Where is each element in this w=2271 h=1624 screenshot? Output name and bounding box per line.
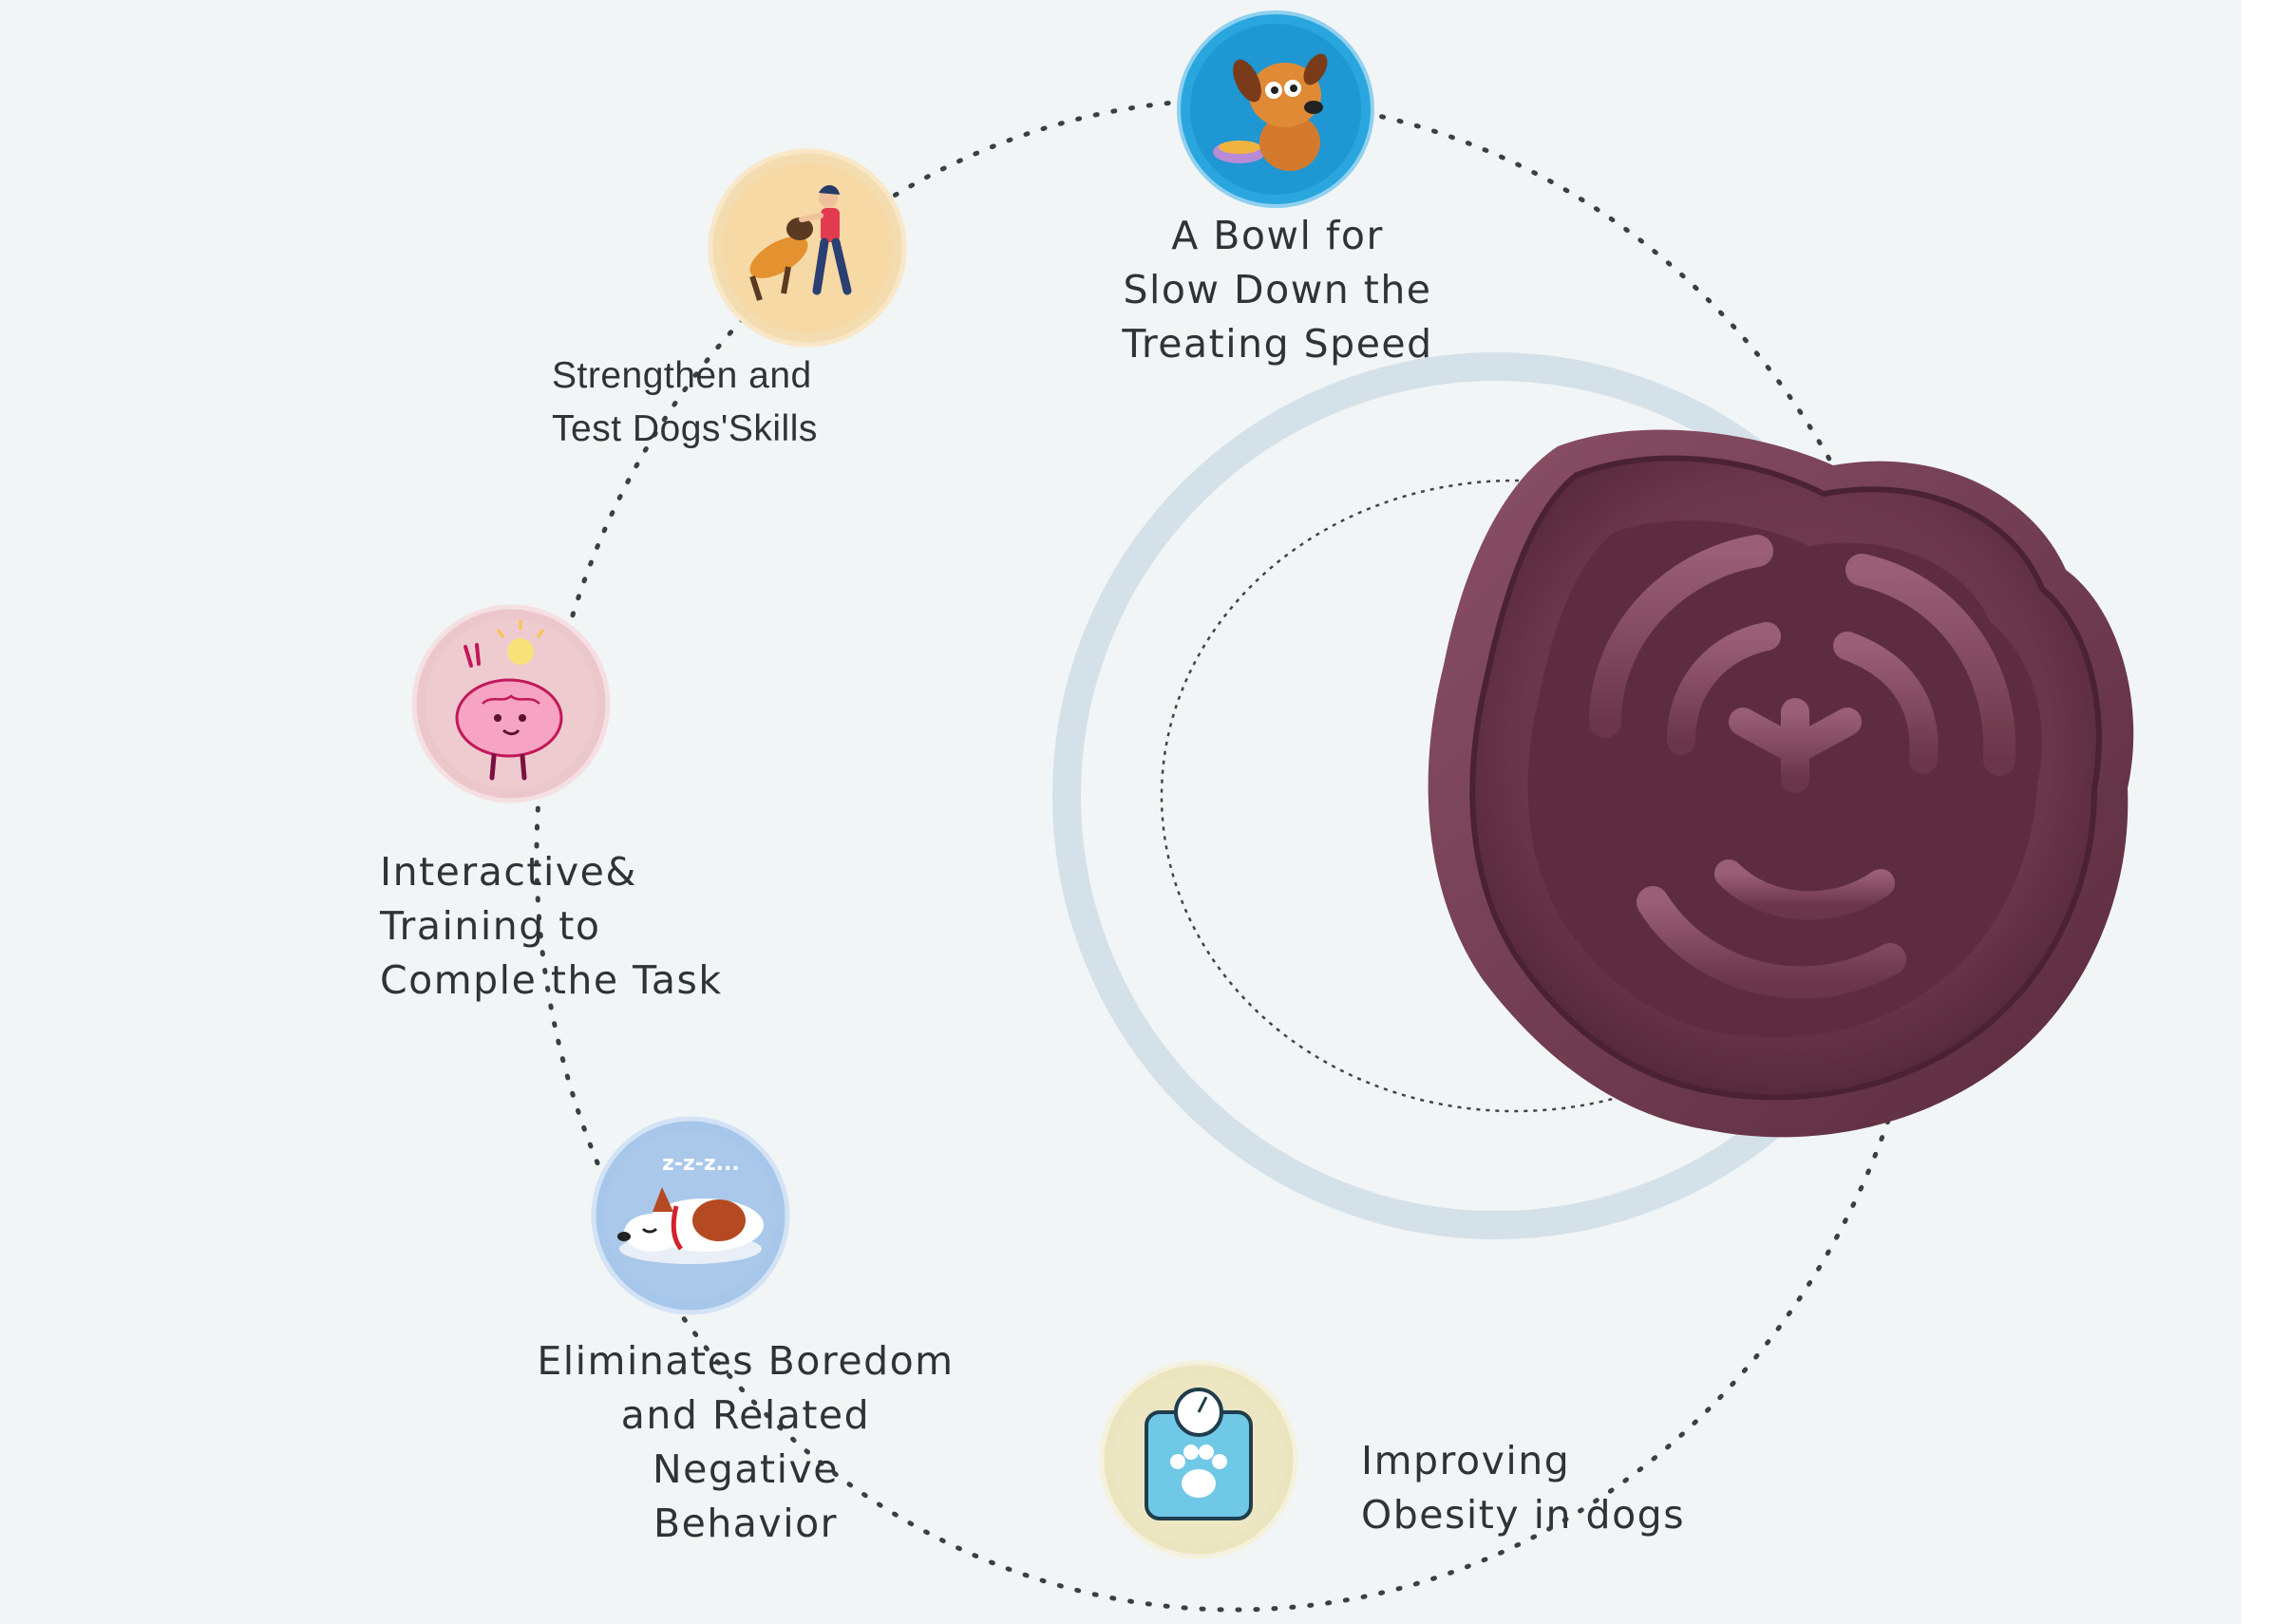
dog-training-icon xyxy=(749,184,852,301)
slow-feeder-bowl xyxy=(1428,429,2134,1138)
badge-strengthen xyxy=(708,148,907,348)
puppy-with-bowl-icon xyxy=(1213,53,1328,171)
label-obesity: Improving Obesity in dogs xyxy=(1361,1438,1686,1538)
label-slow-down: A Bowl for Slow Down the Treating Speed xyxy=(1122,213,1433,367)
badge-boredom: z-z-z... xyxy=(591,1116,790,1315)
svg-text:z-z-z...: z-z-z... xyxy=(662,1152,740,1176)
label-interactive: Interactive& Training to Comple the Task xyxy=(380,849,723,1003)
badge-slow-down xyxy=(1177,10,1374,208)
badge-interactive xyxy=(411,604,611,803)
brain-idea-icon xyxy=(455,620,563,781)
label-boredom: Eliminates Boredom and Related Negative … xyxy=(537,1338,955,1546)
label-strengthen: Strengthen and Test Dogs'Skills xyxy=(552,355,818,449)
sleeping-dog-icon: z-z-z... xyxy=(617,1152,764,1264)
paw-weight-scale-icon xyxy=(1145,1388,1253,1520)
badge-obesity xyxy=(1099,1360,1298,1559)
